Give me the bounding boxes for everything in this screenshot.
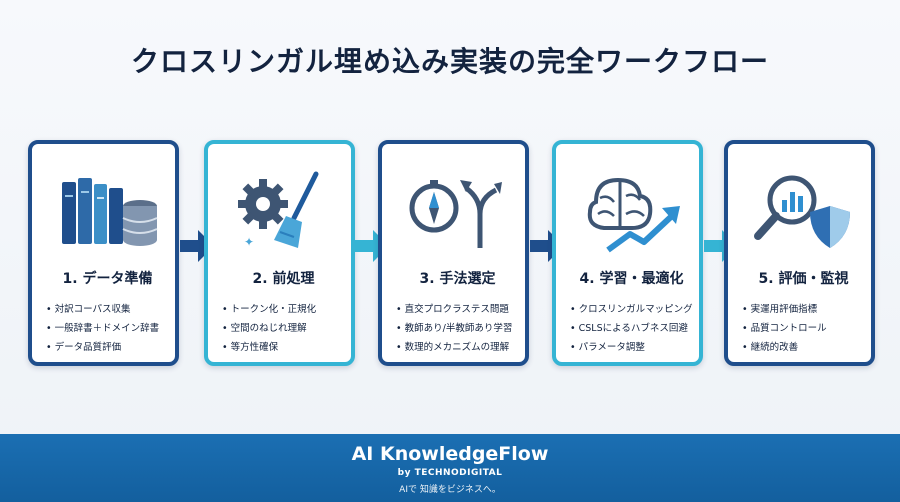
svg-text:✦: ✦ [244,235,254,249]
brain-growth-chart-icon [587,177,680,253]
gear-broom-icon: ✦ [238,171,319,249]
step-bullets: 実運用評価指標 品質コントロール 継続的改善 [742,300,827,357]
step-card-5: 5. 評価・監視 実運用評価指標 品質コントロール 継続的改善 [724,140,875,366]
step-heading: 2. 前処理 [252,271,315,287]
bullet: 数理的メカニズムの理解 [396,338,512,357]
books-database-icon [62,178,158,246]
bullet: 品質コントロール [742,319,827,338]
step-bullets: トークン化・正規化 空間のねじれ理解 等方性確保 [222,300,317,357]
step-heading: 4. 学習・最適化 [579,271,684,287]
bullet: 等方性確保 [222,338,316,357]
bullet: 一般辞書＋ドメイン辞書 [46,319,160,338]
bullet: 教師あり/半教師あり学習 [396,319,513,338]
page-title: クロスリンガル埋め込み実装の完全ワークフロー [130,45,769,78]
bullet: データ品質評価 [46,338,159,357]
step-bullets: 対訳コーパス収集 一般辞書＋ドメイン辞書 データ品質評価 [46,300,160,357]
bullet: 実運用評価指標 [742,300,827,319]
bullet: 対訳コーパス収集 [46,300,159,319]
step-heading: 5. 評価・監視 [758,271,849,287]
compass-split-arrow-icon [409,180,502,248]
step-heading: 1. データ準備 [62,271,153,287]
step-bullets: クロスリンガルマッピング CSLSによるハブネス回避 パラメータ調整 [570,300,693,357]
step-card-4: 4. 学習・最適化 クロスリンガルマッピング CSLSによるハブネス回避 パラメ… [552,140,703,366]
step-card-3: 3. 手法選定 直交プロクラステス問題 教師あり/半教師あり学習 数理的メカニズ… [378,140,529,366]
brand-name: AI KnowledgeFlow [351,443,549,465]
step-card-1: 1. データ準備 対訳コーパス収集 一般辞書＋ドメイン辞書 データ品質評価 [28,140,179,366]
brand-byline: by TECHNODIGITAL [397,468,503,478]
brand-tagline: AIで 知識をビジネスへ。 [399,485,501,495]
step-bullets: 直交プロクラステス問題 教師あり/半教師あり学習 数理的メカニズムの理解 [396,300,513,357]
step-card-2: ✦ 2. 前処理 トークン化・正規化 空間のねじれ理解 等方性確保 [204,140,355,366]
bullet: トークン化・正規化 [222,300,317,319]
bullet: パラメータ調整 [570,338,693,357]
bullet: CSLSによるハブネス回避 [570,319,693,338]
step-heading: 3. 手法選定 [419,271,496,287]
bullet: 直交プロクラステス問題 [396,300,512,319]
bullet: クロスリンガルマッピング [570,300,693,319]
bullet: 継続的改善 [742,338,827,357]
bullet: 空間のねじれ理解 [222,319,316,338]
footer-banner: AI KnowledgeFlow by TECHNODIGITAL AIで 知識… [0,434,900,502]
magnifier-shield-icon [754,175,850,248]
